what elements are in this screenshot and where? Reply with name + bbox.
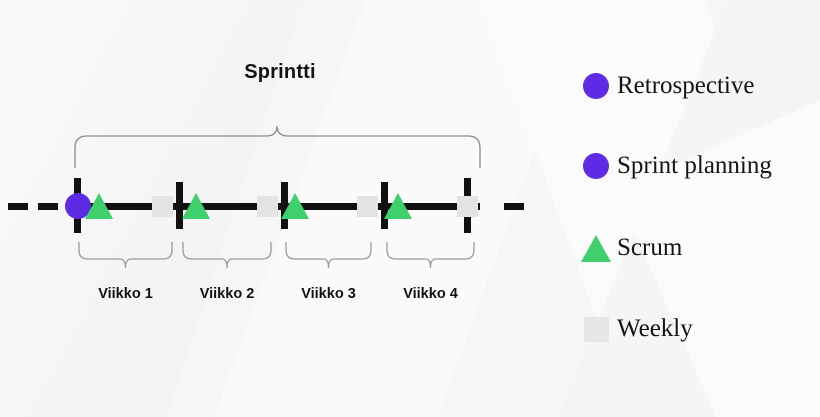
legend-label-sprint-planning: Sprint planning [617,152,772,179]
week-brace-3 [285,242,372,269]
triangle-marker-icon [573,228,619,268]
legend-item-scrum: Scrum [560,228,820,268]
sprint-title: Sprintti [244,61,316,83]
timeline-dash-left-2 [38,203,58,210]
legend-item-retrospective: Retrospective [560,66,820,106]
scrum-marker-1 [85,193,113,219]
weekly-marker-3 [357,196,378,217]
weekly-marker-1 [152,196,173,217]
week-label-4: Viikko 4 [403,286,458,302]
legend-label-weekly: Weekly [617,315,693,342]
week-label-3: Viikko 3 [301,286,356,302]
week-brace-2 [182,242,272,269]
week-label-2: Viikko 2 [199,286,255,302]
timeline-dash-right-1 [504,203,524,210]
scrum-marker-3 [281,193,309,219]
week-brace-4 [386,242,475,269]
legend-label-scrum: Scrum [617,234,683,261]
week-brace-1 [78,242,173,269]
legend: Retrospective Sprint planning Scrum Week… [560,0,820,417]
scrum-marker-2 [182,193,210,219]
legend-item-sprint-planning: Sprint planning [560,146,820,186]
timeline-dash-left-1 [8,203,28,210]
legend-label-retrospective: Retrospective [617,72,755,99]
weekly-marker-2 [257,196,278,217]
circle-marker-icon [573,66,619,106]
week-label-1: Viikko 1 [98,286,153,302]
scrum-marker-4 [384,193,412,219]
sprint-brace [74,125,481,168]
square-marker-icon [573,309,619,349]
legend-item-weekly: Weekly [560,309,820,349]
circle-marker-icon [573,146,619,186]
weekly-marker-4 [457,196,478,217]
